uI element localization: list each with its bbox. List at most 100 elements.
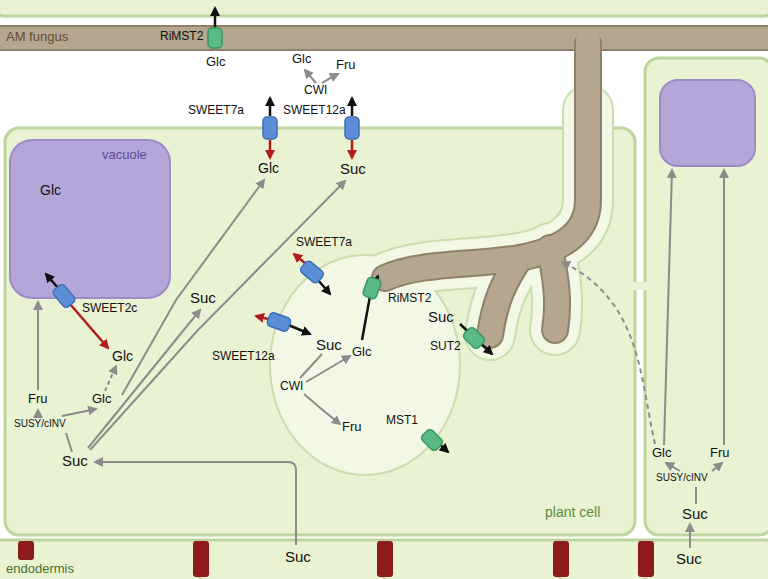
drawing-part <box>0 540 768 579</box>
vacuole-shape <box>660 80 755 166</box>
drawing-part <box>362 276 382 300</box>
drawing-part <box>37 302 39 390</box>
tissue-label: endodermis <box>6 562 74 577</box>
drawing-part <box>304 394 340 424</box>
drawing-part <box>66 433 72 452</box>
drawing-part <box>88 310 200 448</box>
casparian-strips <box>18 541 654 577</box>
drawing-part <box>362 276 382 300</box>
drawing-part <box>420 428 444 452</box>
transport-arrows <box>46 8 492 452</box>
drawing-part <box>628 282 652 290</box>
transporter-name: RiMST2 <box>160 30 203 44</box>
sugar-label: Glc <box>652 446 672 461</box>
text-heading: AM fungus <box>6 30 68 45</box>
sugar-label: Suc <box>316 336 342 353</box>
drawing-part <box>214 8 217 27</box>
transporter-name: SWEET7a <box>296 236 352 250</box>
drawing-part <box>460 324 492 354</box>
sugar-label: Suc <box>62 452 88 469</box>
drawing-part <box>294 254 306 264</box>
transporter-name: SUT2 <box>430 340 461 354</box>
sugar-label: Suc <box>340 160 366 177</box>
drawing-part <box>385 110 588 335</box>
drawing-part <box>269 140 272 158</box>
cell-label: plant cell <box>545 504 600 520</box>
drawing-part <box>263 117 277 139</box>
drawing-part <box>490 258 520 335</box>
transporter-name: SWEET12a <box>283 104 346 118</box>
drawing-part <box>105 366 116 391</box>
sugar-label: Suc <box>285 548 311 565</box>
drawing-part <box>318 280 330 294</box>
sugar-label: Fru <box>28 392 48 407</box>
sugar-label: Fru <box>336 58 356 73</box>
drawing-part <box>723 170 725 445</box>
drawing-part <box>52 283 77 309</box>
drawing-part <box>550 248 557 330</box>
transporter-name: SWEET2c <box>82 302 137 316</box>
sugar-label: Suc <box>190 289 216 306</box>
drawing-part <box>562 262 655 444</box>
drawing-part <box>345 117 359 139</box>
drawing-part <box>52 283 77 309</box>
drawing-part <box>462 326 486 350</box>
drawing-part <box>208 28 222 48</box>
drawing-part <box>90 181 345 450</box>
enzyme-name: CWI <box>304 84 327 98</box>
drawing-part <box>553 541 569 577</box>
periarbuscular-space <box>270 110 588 475</box>
drawing-part <box>638 541 654 577</box>
drawing-part <box>385 44 588 335</box>
enzyme-name: SUSY/cINV <box>14 418 66 430</box>
drawing-part <box>645 58 768 535</box>
drawing-part <box>95 462 296 545</box>
drawing-part <box>666 463 680 471</box>
drawing-part <box>306 356 350 382</box>
drawing-part <box>462 326 486 350</box>
transporter-name: SWEET7a <box>188 104 244 118</box>
drawing-part <box>46 274 58 288</box>
transporter-name: MST1 <box>386 414 418 428</box>
drawing-part <box>550 248 557 330</box>
fungal-hypha <box>0 26 768 335</box>
sugar-label: Glc <box>258 160 279 176</box>
drawing-part <box>305 70 316 83</box>
transporter-name: SWEET12a <box>212 350 275 364</box>
drawing-part <box>345 117 359 139</box>
drawing-part <box>385 40 588 335</box>
drawing-part <box>5 128 635 535</box>
sugar-label: Glc <box>292 52 312 67</box>
sugar-label: Glc <box>112 348 133 364</box>
drawing-part <box>377 541 393 577</box>
drawing-part <box>299 260 325 285</box>
drawing-part <box>322 74 338 83</box>
drawing-part <box>37 410 39 416</box>
drawing-part <box>263 117 277 139</box>
sugar-label: Glc <box>40 182 61 198</box>
sugar-label: Suc <box>676 550 702 567</box>
drawing-part <box>62 409 96 416</box>
vacuole: vacuoleGlc <box>10 140 170 298</box>
drawing-part <box>712 463 722 471</box>
drawing-part <box>550 248 557 330</box>
drawing-part <box>208 28 222 48</box>
transporter-proteins <box>52 28 486 452</box>
sugar-label: Glc <box>352 345 372 360</box>
drawing-part <box>0 26 768 50</box>
transporter-name: RiMST2 <box>388 292 431 306</box>
flux-arrows <box>38 70 724 548</box>
sugar-label: Suc <box>682 505 708 522</box>
drawing-part <box>351 98 354 116</box>
drawing-part <box>689 524 691 548</box>
drawing-part <box>193 541 209 577</box>
enzyme-name: CWI <box>280 380 303 394</box>
drawing-part <box>351 140 354 158</box>
vacuole-shape <box>10 140 170 298</box>
drawing-part <box>269 98 272 116</box>
sugar-label: Suc <box>428 308 454 325</box>
sugar-label: Fru <box>710 446 730 461</box>
